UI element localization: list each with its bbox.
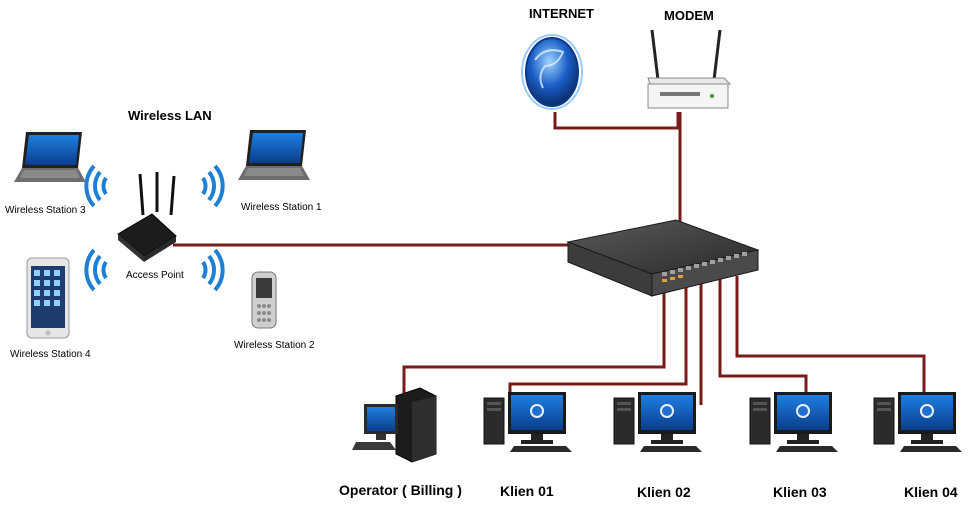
klien-04-label: Klien 04	[904, 484, 958, 500]
wireless-station-2-label: Wireless Station 2	[234, 340, 315, 351]
tablet-icon-station-4	[26, 257, 70, 339]
modem-label: MODEM	[664, 8, 714, 23]
client-pc-icon-02	[613, 391, 703, 453]
internet-label: INTERNET	[529, 6, 594, 21]
laptop-icon-station-3	[14, 132, 86, 182]
client-pc-icon-04	[873, 391, 963, 453]
laptop-icon-station-1	[238, 130, 310, 180]
phone-icon-station-2	[251, 271, 277, 329]
access-point-label: Access Point	[126, 270, 184, 281]
wireless-station-3-label: Wireless Station 3	[5, 205, 86, 216]
wireless-station-1-label: Wireless Station 1	[241, 202, 322, 213]
wireless-station-4-label: Wireless Station 4	[10, 349, 91, 360]
klien-02-label: Klien 02	[637, 484, 691, 500]
access-point-icon	[117, 172, 177, 262]
klien-03-label: Klien 03	[773, 484, 827, 500]
klien-01-label: Klien 01	[500, 483, 554, 499]
wifi-signal-icons	[84, 164, 225, 292]
operator-pc-icon	[352, 387, 437, 463]
operator-billing-label: Operator ( Billing )	[339, 482, 462, 498]
modem-icon	[647, 29, 732, 109]
client-pc-icon-01	[483, 391, 573, 453]
switch-icon	[566, 219, 760, 297]
wireless-lan-title: Wireless LAN	[128, 108, 212, 123]
cable-lines	[173, 112, 926, 405]
internet-globe-icon	[521, 34, 583, 110]
client-pc-icon-03	[749, 391, 839, 453]
